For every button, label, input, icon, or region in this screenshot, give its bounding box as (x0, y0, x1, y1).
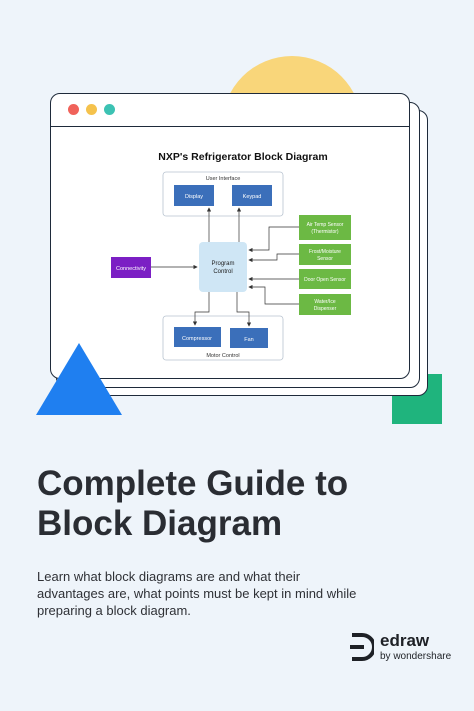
edraw-logo-icon (350, 633, 374, 661)
diagram-title: NXP's Refrigerator Block Diagram (158, 151, 327, 163)
arrow-air-temp-to-control (248, 226, 299, 253)
edraw-logo: edraw by wondershare (350, 632, 460, 664)
sensor-block-door-open (299, 269, 351, 289)
sensor-frost-line2: Sensor (317, 256, 333, 262)
sensor-water-line1: Water/Ice (314, 299, 335, 305)
sensor-frost-line1: Frost/Moisture (309, 249, 341, 255)
logo-subtitle: by wondershare (380, 651, 452, 662)
decorative-blue-triangle (36, 343, 122, 415)
sensor-door-line1: Door Open Sensor (304, 277, 346, 283)
keypad-block (232, 185, 272, 206)
connectivity-label: Connectivity (116, 266, 146, 272)
maximize-dot-icon (104, 104, 115, 115)
display-block (174, 185, 214, 206)
sensor-block-frost-moisture (299, 244, 351, 265)
window-titlebar (51, 94, 409, 127)
arrow-water-to-control (248, 284, 299, 305)
refrigerator-block-diagram: NXP's Refrigerator Block Diagram User In… (111, 151, 351, 361)
browser-window: NXP's Refrigerator Block Diagram User In… (50, 93, 410, 379)
motor-control-label: Motor Control (206, 353, 239, 359)
description-text: Learn what block diagrams are and what t… (37, 569, 357, 618)
compressor-label: Compressor (182, 336, 212, 342)
sensor-block-water-ice (299, 294, 351, 315)
arrow-frost-to-control (248, 253, 299, 263)
user-interface-label: User Interface (206, 176, 241, 182)
headline-line-2: Block Diagram (37, 504, 283, 543)
arrow-to-compressor (192, 292, 210, 326)
sensor-air-temp-line2: (Thermistor) (311, 229, 339, 235)
close-dot-icon (68, 104, 79, 115)
program-control-block (199, 242, 247, 292)
logo-name: edraw (380, 631, 430, 650)
compressor-block (174, 327, 221, 347)
display-label: Display (185, 194, 203, 200)
sensor-water-line2: Dispenser (314, 306, 337, 312)
program-control-label-line2: Control (213, 269, 232, 275)
page-headline: Complete Guide to Block Diagram (37, 464, 447, 544)
keypad-label: Keypad (243, 194, 262, 200)
sensor-air-temp-line1: Air Temp Sensor (307, 222, 344, 228)
fan-block (230, 328, 268, 348)
minimize-dot-icon (86, 104, 97, 115)
connectivity-block (111, 257, 151, 278)
sensor-block-air-temp (299, 215, 351, 240)
arrow-to-fan (236, 292, 252, 327)
headline-line-1: Complete Guide to (37, 464, 349, 503)
fan-label: Fan (244, 337, 253, 343)
program-control-label-line1: Program (211, 261, 234, 267)
